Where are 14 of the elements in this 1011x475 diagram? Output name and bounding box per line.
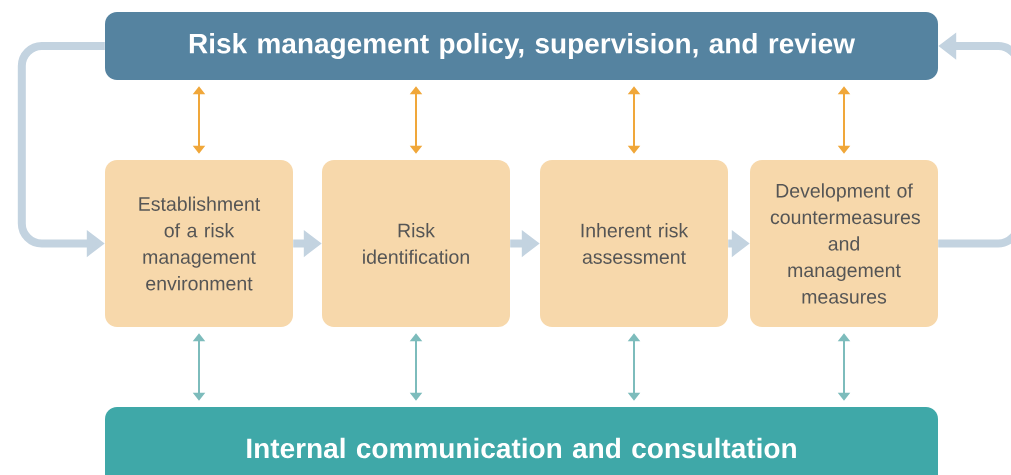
process-box: Establishment of a risk management environment bbox=[105, 160, 293, 327]
arrow bbox=[837, 86, 851, 154]
arrow bbox=[627, 86, 641, 154]
banner-box: Internal communication and consultation bbox=[105, 407, 938, 475]
arrow bbox=[837, 333, 851, 401]
arrow bbox=[627, 333, 641, 401]
banner-box: Risk management policy, supervision, and review bbox=[105, 12, 938, 80]
process-box: Risk identification bbox=[322, 160, 510, 327]
arrow bbox=[409, 333, 423, 401]
arrow bbox=[192, 86, 206, 154]
process-box: Inherent risk assessment bbox=[540, 160, 728, 327]
process-box: Development of countermeasures and management measures bbox=[750, 160, 938, 327]
arrow bbox=[192, 333, 206, 401]
arrow bbox=[409, 86, 423, 154]
